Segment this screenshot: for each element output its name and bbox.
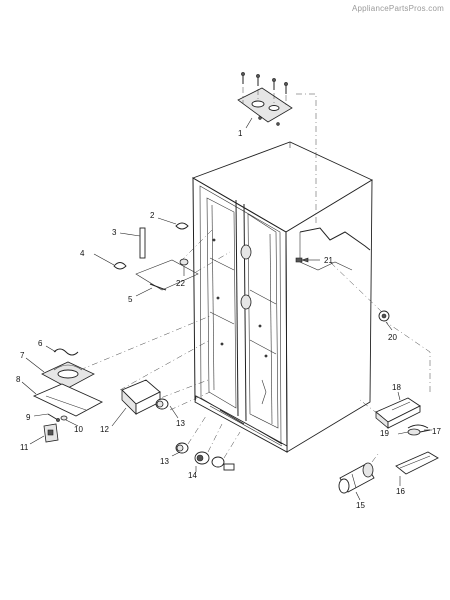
part-label-19: 19 [380,429,389,438]
part-13-leveler-lower [171,415,207,457]
part-22-grommet [179,258,189,276]
part-19-valve [397,428,431,436]
refrigerator-cabinet [191,141,373,453]
part-label-10: 10 [74,425,83,434]
part-label-3: 3 [112,228,117,237]
part-13-bushing-upper [155,398,179,419]
part-label-9: 9 [26,413,31,422]
part-label-14: 14 [188,471,197,480]
part-label-1: 1 [238,129,243,138]
part-20-grommet [329,261,393,331]
part-label-16: 16 [396,487,405,496]
part-label-5: 5 [128,295,133,304]
part-15-filter-cartridge [338,453,379,501]
part-17-tube-clip [407,424,432,431]
part-label-13-upper: 13 [176,419,185,428]
part-label-17: 17 [432,427,441,436]
part-7-dispenser-housing [25,357,95,389]
part-6-spring [45,345,79,356]
part-4-clip [93,253,127,270]
part-label-15: 15 [356,501,365,510]
part-1-top-hinge-bracket [237,72,317,226]
part-14-roller [194,423,223,472]
part-label-22: 22 [176,279,185,288]
part-8-bracket [21,381,104,417]
part-16-filter-cover [395,451,439,486]
part-3-rod [119,227,146,259]
part-2-clip [157,217,189,230]
part-10-washer [60,415,79,427]
part-label-13-lower: 13 [160,457,169,466]
part-18-filter-head [359,391,421,429]
part-label-20: 20 [388,333,397,342]
part-label-11: 11 [20,443,29,452]
part-11-actuator [29,423,59,445]
part-label-7: 7 [20,351,25,360]
part-label-12: 12 [100,425,109,434]
part-label-8: 8 [16,375,21,384]
part-label-18: 18 [392,383,401,392]
leveling-screw [211,431,241,471]
part-label-4: 4 [80,249,85,258]
watermark: AppliancePartsPros.com [352,4,444,13]
part-label-6: 6 [38,339,43,348]
part-label-2: 2 [150,211,155,220]
part-5-plate [135,251,231,297]
part-9-screw [33,413,60,422]
part-label-21: 21 [324,256,333,265]
part-21-clip [295,257,320,263]
part-12-chute [111,379,161,427]
